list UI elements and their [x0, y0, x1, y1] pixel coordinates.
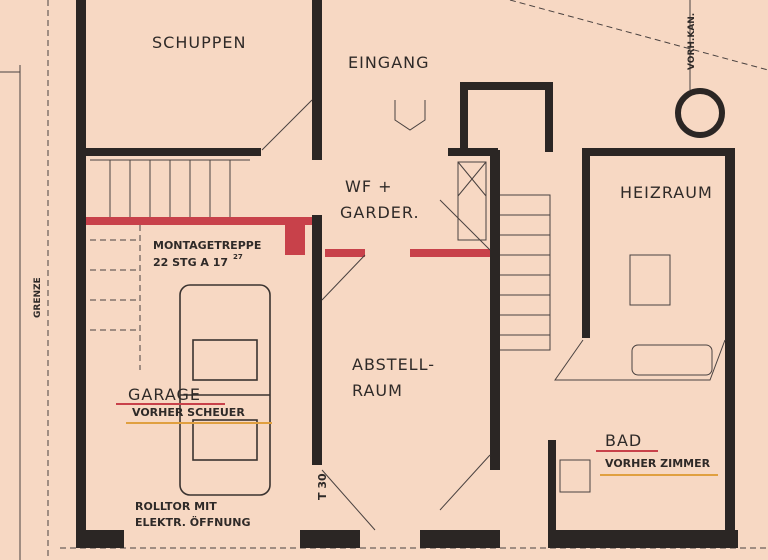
door-note-2: ELEKTR. ÖFFNUNG: [135, 515, 251, 529]
staircase-garage: [90, 159, 250, 370]
new-walls: [86, 217, 490, 257]
room-label-schuppen: SCHUPPEN: [152, 33, 246, 52]
bad-note: VORHER ZIMMER: [605, 457, 711, 470]
staircase-main: [457, 161, 551, 351]
room-label-wf-2: GARDER.: [340, 203, 420, 222]
car-icon: [179, 284, 271, 496]
door-swings: [261, 99, 726, 531]
room-label-eingang: EINGANG: [348, 53, 430, 72]
walls: [76, 0, 738, 548]
room-label-bad: BAD: [605, 431, 642, 450]
room-label-heizraum: HEIZRAUM: [620, 183, 713, 202]
room-label-abstell-2: RAUM: [352, 381, 403, 400]
door-note-1: ROLLTOR MIT: [135, 500, 217, 513]
room-label-abstell-1: ABSTELL-: [352, 355, 435, 374]
stair-note-sup: 27: [233, 253, 243, 261]
stair-note-2: 22 STG A 17: [153, 256, 228, 269]
chimney-icon: [675, 88, 725, 138]
boundary-label: GRENZE: [33, 277, 43, 318]
room-label-wf-1: WF +: [345, 177, 393, 196]
chimney-label: VORH.KAN.: [687, 13, 697, 70]
stair-note-1: MONTAGETREPPE: [153, 239, 261, 252]
garage-note: VORHER SCHEUER: [132, 406, 245, 419]
fire-door-label: T 30: [316, 473, 329, 500]
room-label-garage: GARAGE: [128, 385, 201, 404]
